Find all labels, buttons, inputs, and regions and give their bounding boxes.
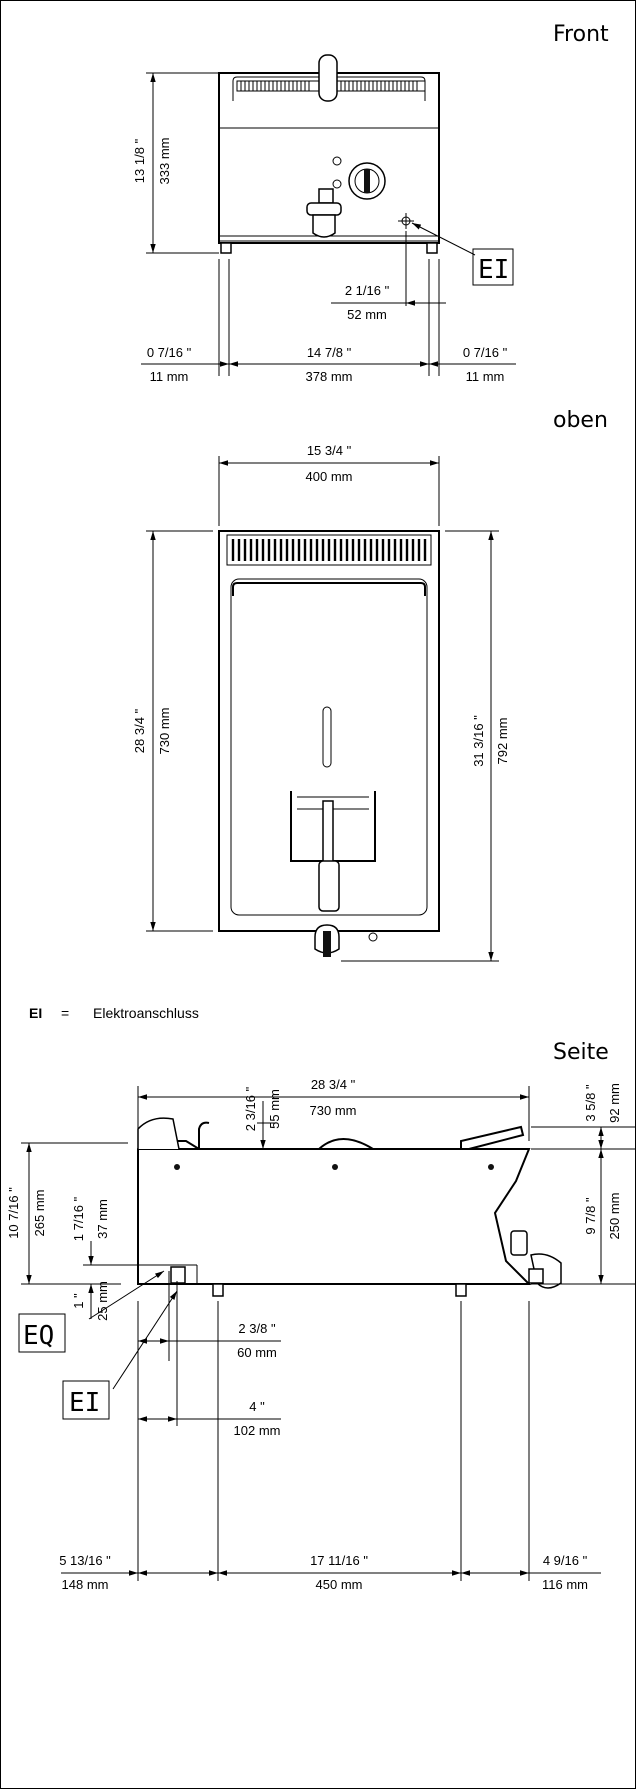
top-view bbox=[218, 530, 440, 957]
side-base-in: 1 " bbox=[71, 1293, 86, 1309]
front-conn-in: 2 1/16 " bbox=[345, 283, 390, 298]
side-height-in: 10 7/16 " bbox=[6, 1187, 21, 1239]
front-height-mm: 333 mm bbox=[157, 138, 172, 185]
side-feet-mm: 450 mm bbox=[316, 1577, 363, 1592]
front-height-in: 13 1/8 " bbox=[132, 138, 147, 183]
side-height-mm: 265 mm bbox=[32, 1190, 47, 1237]
side-eq2-in: 4 " bbox=[249, 1399, 265, 1414]
top-depth-in: 28 3/4 " bbox=[132, 708, 147, 753]
ei-tag-side bbox=[62, 1380, 110, 1420]
front-title: Front bbox=[553, 22, 609, 47]
top-total-in: 31 3/16 " bbox=[471, 715, 486, 767]
side-ei-in: 2 3/8 " bbox=[238, 1321, 276, 1336]
side-depth-in: 28 3/4 " bbox=[311, 1077, 356, 1092]
front-right-in: 0 7/16 " bbox=[463, 345, 508, 360]
top-total-mm: 792 mm bbox=[495, 718, 510, 765]
side-feet-in: 17 11/16 " bbox=[310, 1553, 368, 1568]
side-eq-in: 1 7/16 " bbox=[71, 1196, 86, 1241]
eq-tag-label: EQ bbox=[23, 1321, 54, 1351]
side-topgap-mm: 92 mm bbox=[607, 1083, 622, 1123]
front-conn-mm: 52 mm bbox=[347, 307, 387, 322]
front-width-mm: 378 mm bbox=[306, 369, 353, 384]
side-basket-in: 2 3/16 " bbox=[243, 1086, 258, 1131]
side-topgap-in: 3 5/8 " bbox=[583, 1084, 598, 1122]
ei-tag-front bbox=[472, 248, 514, 286]
side-depth-mm: 730 mm bbox=[310, 1103, 357, 1118]
side-ei-mm: 60 mm bbox=[237, 1345, 277, 1360]
front-left-mm: 11 mm bbox=[150, 369, 189, 384]
legend-code: EI bbox=[29, 1005, 42, 1021]
legend-text: Elektroanschluss bbox=[93, 1005, 199, 1021]
front-width-in: 14 7/8 " bbox=[307, 345, 352, 360]
top-title: oben bbox=[553, 408, 608, 433]
side-base-mm: 25 mm bbox=[95, 1281, 110, 1321]
front-view bbox=[218, 54, 440, 254]
top-width-mm: 400 mm bbox=[306, 469, 353, 484]
legend-equals: = bbox=[61, 1005, 69, 1021]
side-title: Seite bbox=[553, 1040, 609, 1065]
side-body-in: 9 7/8 " bbox=[583, 1197, 598, 1235]
side-right-mm: 116 mm bbox=[542, 1577, 588, 1592]
side-eq2-mm: 102 mm bbox=[234, 1423, 281, 1438]
ei-tag-side-label: EI bbox=[69, 1388, 100, 1418]
top-depth-mm: 730 mm bbox=[157, 708, 172, 755]
side-basket-mm: 55 mm bbox=[267, 1089, 282, 1129]
front-left-in: 0 7/16 " bbox=[147, 345, 192, 360]
eq-tag bbox=[18, 1313, 66, 1353]
side-eq-mm: 37 mm bbox=[95, 1199, 110, 1239]
front-right-mm: 11 mm bbox=[466, 369, 505, 384]
side-view bbox=[137, 1117, 562, 1297]
ei-tag-front-label: EI bbox=[478, 255, 509, 285]
top-width-in: 15 3/4 " bbox=[307, 443, 352, 458]
side-right-in: 4 9/16 " bbox=[543, 1553, 588, 1568]
side-left-mm: 148 mm bbox=[62, 1577, 109, 1592]
side-left-in: 5 13/16 " bbox=[59, 1553, 111, 1568]
side-body-mm: 250 mm bbox=[607, 1193, 622, 1240]
